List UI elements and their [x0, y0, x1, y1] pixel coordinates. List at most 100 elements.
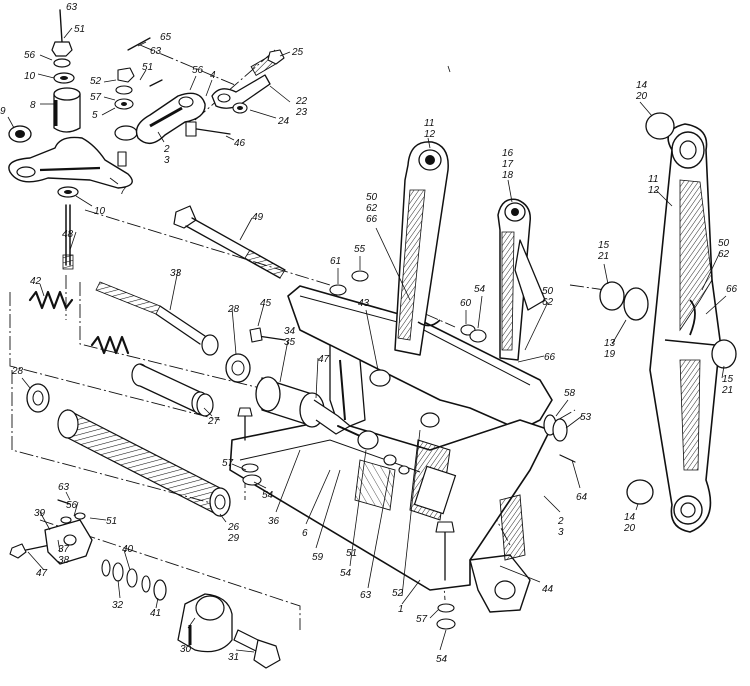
- callout-56: 56: [66, 500, 78, 511]
- callout-25: 25: [291, 47, 304, 58]
- callout-47: 47: [36, 568, 48, 579]
- callout-28: 28: [11, 366, 24, 377]
- callout-11: 11: [424, 118, 434, 129]
- callout-22: 22: [295, 96, 308, 107]
- callout-41: 41: [150, 608, 161, 619]
- callout-34: 34: [284, 326, 296, 337]
- callout-54: 54: [436, 654, 448, 665]
- callout-17: 17: [502, 159, 514, 170]
- callout-61: 61: [330, 256, 341, 267]
- long-bolt-49: [173, 205, 286, 279]
- callout-52: 52: [90, 76, 102, 87]
- callout-33: 33: [170, 268, 182, 279]
- steering-arm-assembly: [8, 9, 133, 270]
- callout-50: 50: [542, 286, 554, 297]
- callout-49: 49: [252, 212, 264, 223]
- callout-1: 1: [398, 604, 404, 615]
- callout-38: 38: [58, 555, 70, 566]
- callout-16: 16: [502, 148, 514, 159]
- callout-48: 48: [62, 229, 74, 240]
- callout-26: 26: [227, 522, 240, 533]
- callout-14: 14: [636, 80, 648, 91]
- callout-54: 54: [474, 284, 486, 295]
- callout-3: 3: [558, 527, 564, 538]
- callout-56: 56: [24, 50, 36, 61]
- callout-54: 6: [302, 528, 308, 539]
- callout-37: 37: [58, 544, 70, 555]
- callout-44: 44: [542, 584, 554, 595]
- callout-66: 66: [366, 214, 378, 225]
- callout-10: 10: [94, 206, 106, 217]
- callout-46: 46: [234, 138, 246, 149]
- callout-65: 65: [160, 32, 172, 43]
- callout-53: 53: [580, 412, 592, 423]
- callout-57: 57: [416, 614, 428, 625]
- callout-66: 66: [726, 284, 738, 295]
- callout-20: 20: [635, 91, 648, 102]
- callout-62: 62: [718, 249, 730, 260]
- callout-51: 51: [142, 62, 153, 73]
- callout-58: 58: [564, 388, 576, 399]
- callout-50: 50: [366, 192, 378, 203]
- callout-55: 55: [354, 244, 366, 255]
- callout-62: 62: [542, 297, 554, 308]
- leader-lines: [7, 27, 727, 653]
- callout-24: 24: [277, 116, 290, 127]
- callout-43: 43: [358, 298, 370, 309]
- callout-51: 51: [74, 24, 85, 35]
- callout-62: 62: [366, 203, 378, 214]
- callout-51: 51: [346, 548, 357, 559]
- callout-56: 56: [192, 65, 204, 76]
- callout-45: 45: [260, 298, 272, 309]
- callout-35: 35: [284, 337, 296, 348]
- screw-shaft-33: [95, 281, 251, 383]
- callout-36: 36: [268, 516, 280, 527]
- spring-set-42: [28, 290, 130, 355]
- callout-63: 63: [58, 482, 70, 493]
- callout-12: 12: [424, 129, 436, 140]
- callout-7: 7: [120, 186, 126, 197]
- callout-8: 8: [30, 100, 36, 111]
- callout-13: 13: [604, 338, 616, 349]
- callout-42: 42: [30, 276, 42, 287]
- callout-2: 2: [163, 144, 170, 155]
- callout-59: 54: [340, 568, 352, 579]
- callout-29: 29: [227, 533, 240, 544]
- lower-left-bracket: [9, 499, 281, 669]
- callout-27: 27: [207, 416, 220, 427]
- callout-39: 39: [34, 508, 46, 519]
- callout-11: 11: [648, 174, 658, 185]
- callout-21: 21: [721, 385, 733, 396]
- callout-labels: 63 51 56 10 8 9 7 10 65 63 52 51 56 57 5…: [0, 2, 738, 665]
- callout-5: 5: [92, 110, 98, 121]
- stepped-pin-27: [131, 363, 214, 417]
- callout-28: 28: [227, 304, 240, 315]
- callout-30: 30: [180, 644, 192, 655]
- callout-63: 63: [150, 46, 162, 57]
- callout-15: 15: [722, 374, 734, 385]
- callout-15: 15: [598, 240, 610, 251]
- callout-50: 50: [718, 238, 730, 249]
- pitman-arm-assembly: [114, 37, 285, 144]
- callout-19: 19: [604, 349, 616, 360]
- callout-66: 66: [544, 352, 556, 363]
- main-frame-housing: [229, 285, 553, 613]
- callout-57: 57: [222, 458, 234, 469]
- callout-64: 64: [576, 492, 588, 503]
- callout-47: 47: [318, 354, 330, 365]
- callout-14: 14: [624, 512, 636, 523]
- callout-31: 31: [228, 652, 239, 663]
- callout-2: 2: [557, 516, 564, 527]
- callout-60: 60: [460, 298, 472, 309]
- callout-63: 63: [66, 2, 78, 13]
- callout-51: 51: [106, 516, 117, 527]
- callout-6: 59: [312, 552, 324, 563]
- cylinder-34-35: [255, 376, 361, 437]
- callout-52: 52: [392, 588, 404, 599]
- callout-23: 23: [295, 107, 308, 118]
- callout-54: 54: [262, 490, 274, 501]
- threaded-sleeve-26: [26, 383, 231, 517]
- callout-9: 9: [0, 106, 6, 117]
